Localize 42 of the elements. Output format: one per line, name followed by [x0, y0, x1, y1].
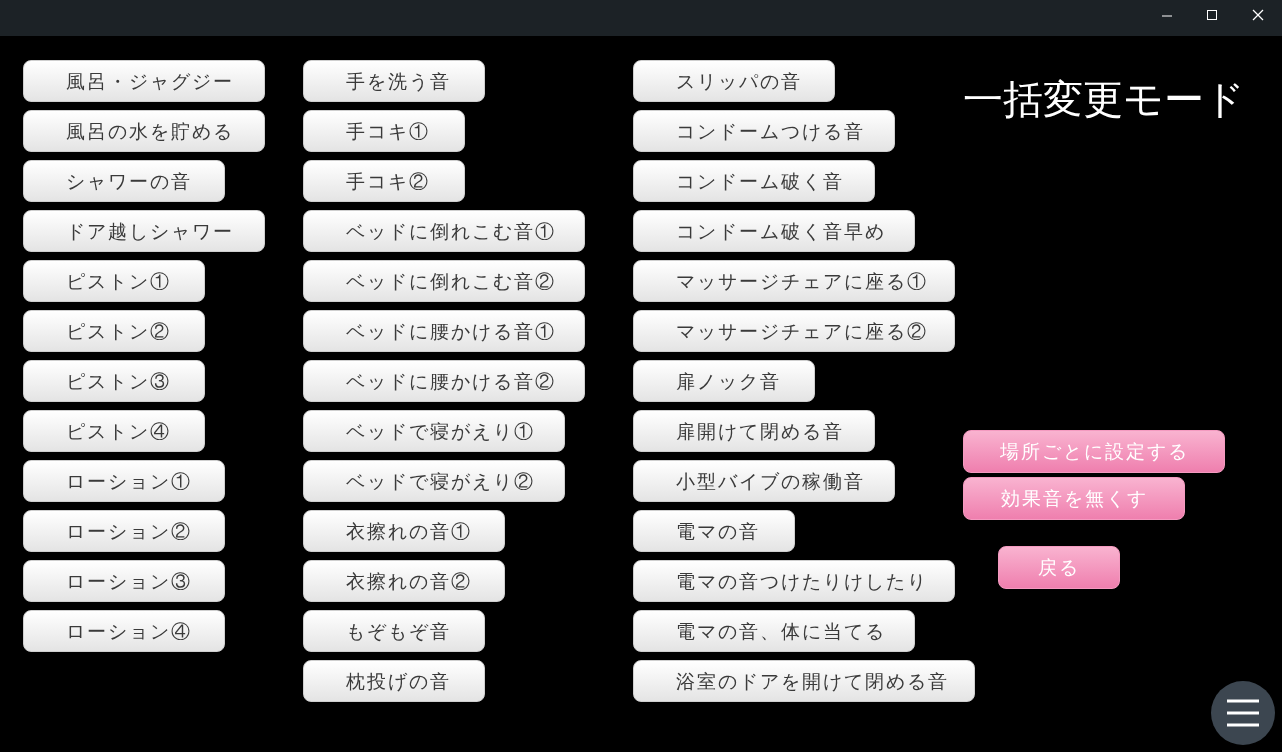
sound-button: コンドームつける音 — [633, 110, 895, 152]
sound-button: 電マの音つけたりけしたり — [633, 560, 955, 602]
sound-button: 手コキ② — [303, 160, 465, 202]
sound-button: コンドーム破く音 — [633, 160, 875, 202]
action-button: 場所ごとに設定する — [963, 430, 1225, 473]
sound-button: ベッドに腰かける音② — [303, 360, 585, 402]
sound-button: ピストン③ — [23, 360, 205, 402]
sound-button: ピストン② — [23, 310, 205, 352]
sound-button: スリッパの音 — [633, 60, 835, 102]
sound-button: ベッドに倒れこむ音② — [303, 260, 585, 302]
sound-button: 手を洗う音 — [303, 60, 485, 102]
sound-button: ローション③ — [23, 560, 225, 602]
sound-button: ベッドに腰かける音① — [303, 310, 585, 352]
sound-button: ドア越しシャワー — [23, 210, 265, 252]
sound-button: 枕投げの音 — [303, 660, 485, 702]
sound-button: 電マの音 — [633, 510, 795, 552]
sound-button: ピストン④ — [23, 410, 205, 452]
sound-button: 浴室のドアを開けて閉める音 — [633, 660, 975, 702]
sound-button: マッサージチェアに座る② — [633, 310, 955, 352]
sound-button: 風呂・ジャグジー — [23, 60, 265, 102]
sound-button: マッサージチェアに座る① — [633, 260, 955, 302]
sound-button: ローション① — [23, 460, 225, 502]
sound-button: 衣擦れの音② — [303, 560, 505, 602]
sound-button: 電マの音、体に当てる — [633, 610, 915, 652]
action-button: 戻る — [998, 546, 1120, 589]
sound-button: ベッドで寝がえり① — [303, 410, 565, 452]
sound-button: 小型バイブの稼働音 — [633, 460, 895, 502]
sound-button: 扉開けて閉める音 — [633, 410, 875, 452]
sound-button: もぞもぞ音 — [303, 610, 485, 652]
sound-button: ローション④ — [23, 610, 225, 652]
sound-button: ローション② — [23, 510, 225, 552]
sound-button: コンドーム破く音早め — [633, 210, 915, 252]
sound-button: ベッドに倒れこむ音① — [303, 210, 585, 252]
action-button: 効果音を無くす — [963, 477, 1185, 520]
sound-button: ベッドで寝がえり② — [303, 460, 565, 502]
sound-button: 風呂の水を貯める — [23, 110, 265, 152]
sound-button: ピストン① — [23, 260, 205, 302]
sound-button: シャワーの音 — [23, 160, 225, 202]
sound-button: 手コキ① — [303, 110, 465, 152]
sound-button: 衣擦れの音① — [303, 510, 505, 552]
page-title: 一括変更モード — [963, 75, 1245, 124]
sound-button: 扉ノック音 — [633, 360, 815, 402]
